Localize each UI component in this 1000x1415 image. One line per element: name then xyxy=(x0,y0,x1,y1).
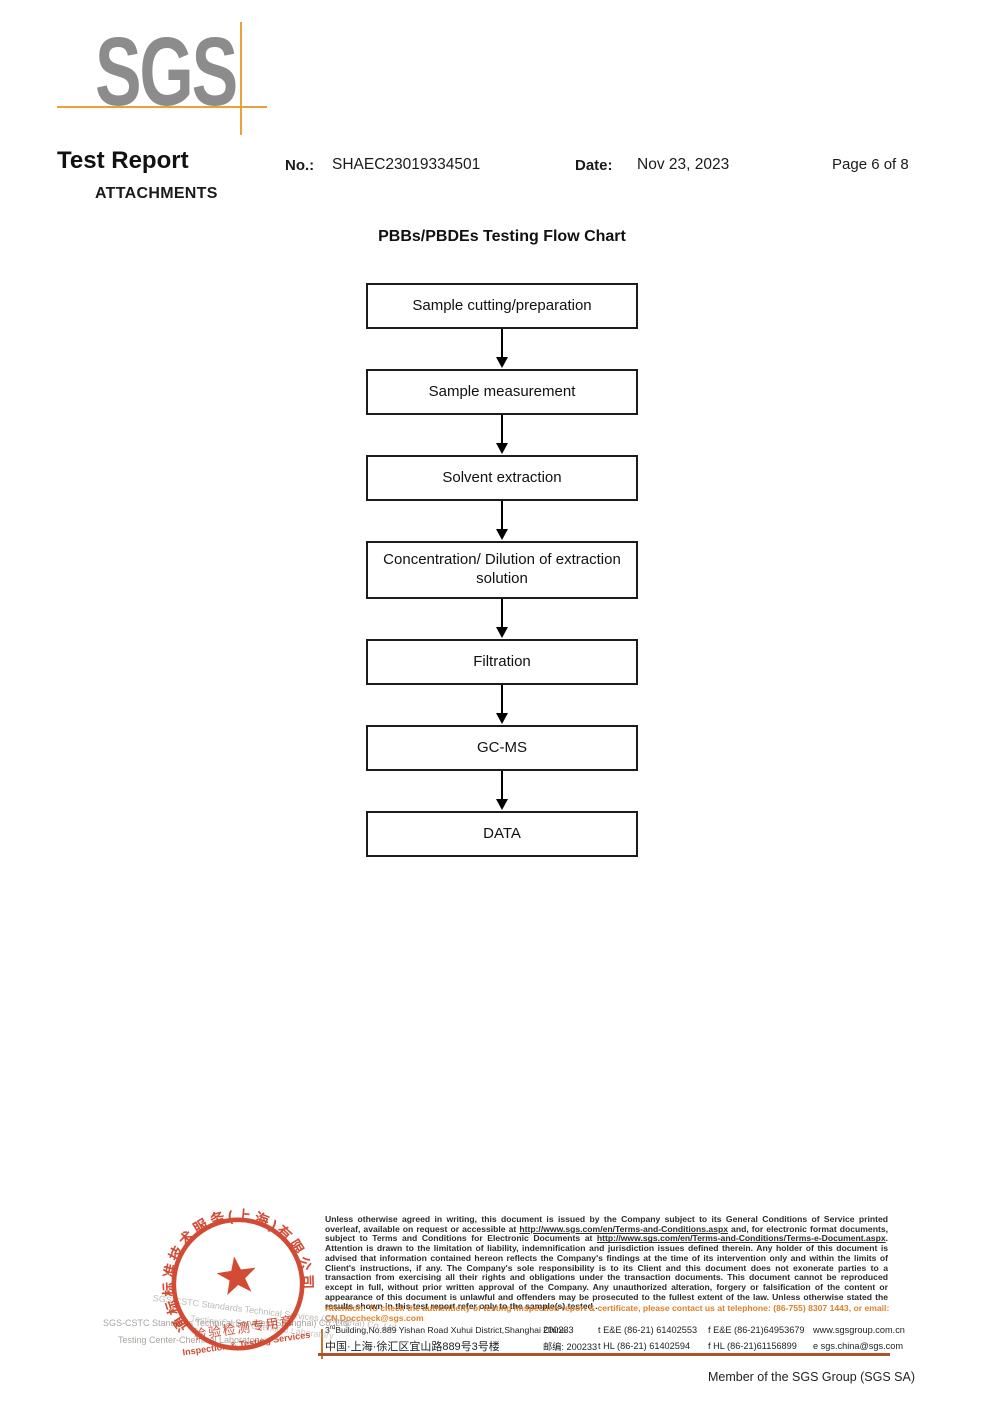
report-no-value: SHAEC23019334501 xyxy=(332,156,481,173)
flow-step-sample-cutting: Sample cutting/preparation xyxy=(366,283,638,329)
down-arrow-icon xyxy=(366,599,638,639)
report-date-value: Nov 23, 2023 xyxy=(637,156,730,173)
sgs-logo: SGS xyxy=(95,17,238,126)
flowchart: Sample cutting/preparation Sample measur… xyxy=(366,283,638,857)
flow-step-data: DATA xyxy=(366,811,638,857)
flow-step-gc-ms: GC-MS xyxy=(366,725,638,771)
logo-crosshair-horizontal xyxy=(57,106,267,108)
attachments-heading: ATTACHMENTS xyxy=(95,185,218,202)
down-arrow-icon xyxy=(366,685,638,725)
flow-step-solvent-extraction: Solvent extraction xyxy=(366,455,638,501)
footer-divider-line xyxy=(318,1353,890,1356)
email: e sgs.china@sgs.com xyxy=(813,1341,904,1351)
logo-crosshair-vertical xyxy=(240,22,242,135)
sgs-member-note: Member of the SGS Group (SGS SA) xyxy=(707,1370,915,1384)
terms-url: http://www.sgs.com/en/Terms-and-Conditio… xyxy=(519,1223,728,1234)
flow-step-filtration: Filtration xyxy=(366,639,638,685)
stamp-seal-icon: 通标标准技术服务(上海)有限公司 检验检测专用章 Inspection & Te… xyxy=(149,1196,320,1357)
fax-ee: f E&E (86-21)64953679 xyxy=(708,1325,805,1335)
down-arrow-icon xyxy=(366,329,638,369)
down-arrow-icon xyxy=(366,501,638,541)
company-name-line: SGS-CSTC Standards Technical Services (S… xyxy=(103,1318,351,1328)
fax-hl: f HL (86-21)61156899 xyxy=(708,1341,797,1351)
footer-crosshair-vertical xyxy=(321,1329,323,1359)
legal-part-1: Unless otherwise agreed in writing, this… xyxy=(325,1214,888,1234)
report-date-label: Date: xyxy=(575,157,613,174)
terms-e-document-url: http://www.sgs.com/en/Terms-and-Conditio… xyxy=(596,1233,886,1244)
attention-notice: Attention: To check the authenticity of … xyxy=(325,1303,890,1323)
website: www.sgsgroup.com.cn xyxy=(813,1325,905,1335)
stamp-circle xyxy=(171,1217,305,1351)
legal-part-3: . Attention is drawn to the limitation o… xyxy=(325,1233,888,1312)
flow-step-sample-measurement: Sample measurement xyxy=(366,369,638,415)
stamp-star-icon xyxy=(216,1256,256,1296)
postal-code: 200233 xyxy=(543,1325,574,1335)
report-title: Test Report xyxy=(57,147,189,174)
company-lab-line: Testing Center-Chemical Laboratory xyxy=(118,1335,263,1345)
down-arrow-icon xyxy=(366,415,638,455)
down-arrow-icon xyxy=(366,771,638,811)
flow-step-concentration-dilution: Concentration/ Dilution of extraction so… xyxy=(366,541,638,599)
postal-code-cn: 邮编: 200233 xyxy=(543,1342,598,1352)
inspection-stamp: 通标标准技术服务(上海)有限公司 检验检测专用章 Inspection & Te… xyxy=(139,1185,338,1384)
page-number: Page 6 of 8 xyxy=(832,156,909,173)
flowchart-title: PBBs/PBDEs Testing Flow Chart xyxy=(378,228,626,245)
legal-part-2: and, for electronic format documents, su… xyxy=(325,1223,888,1244)
address-chinese: 中国·上海·徐汇区宜山路889号3号楼 xyxy=(325,1341,500,1353)
address-english: 3rdBuilding,No.889 Yishan Road Xuhui Dis… xyxy=(325,1325,567,1335)
report-no-label: No.: xyxy=(285,157,315,174)
tel-ee: t E&E (86-21) 61402553 xyxy=(598,1325,698,1335)
legal-terms-text: Unless otherwise agreed in writing, this… xyxy=(325,1214,888,1312)
address-block: 3rdBuilding,No.889 Yishan Road Xuhui Dis… xyxy=(325,1322,905,1354)
tel-hl: t HL (86-21) 61402594 xyxy=(598,1341,691,1351)
